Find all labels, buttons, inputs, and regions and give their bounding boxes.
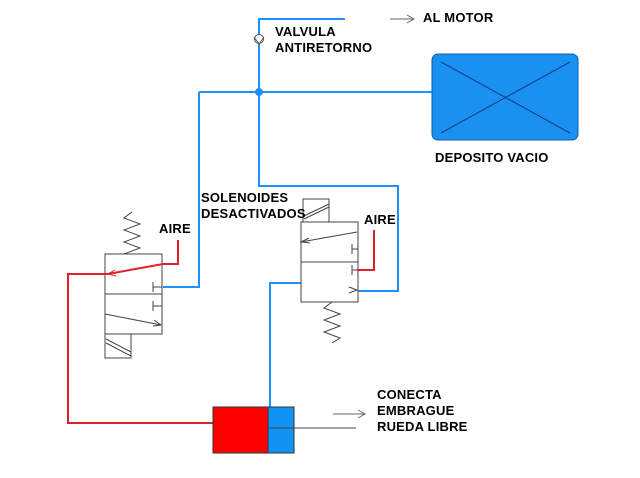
label-conecta: CONECTA (377, 387, 442, 402)
cylinder-air-chamber (212, 406, 269, 454)
air-supply-left (107, 240, 179, 275)
right-solenoid-valve (299, 198, 359, 344)
air-supply-right (357, 230, 375, 271)
label-antiretorno: ANTIRETORNO (275, 40, 373, 55)
air-arrow-icon (106, 269, 117, 277)
check-valve-icon (253, 34, 265, 45)
arrow-to-motor-icon (390, 14, 416, 24)
label-rueda-libre: RUEDA LIBRE (377, 419, 468, 434)
line-right-valve-loop (258, 92, 399, 292)
label-embrague: EMBRAGUE (377, 403, 455, 418)
vacuum-lines (163, 18, 432, 407)
label-deposito-vacio: DEPOSITO VACIO (435, 150, 549, 165)
left-solenoid-valve (104, 211, 163, 359)
label-solenoides: SOLENOIDES (201, 190, 289, 205)
label-aire-right: AIRE (364, 212, 396, 227)
label-aire-left: AIRE (159, 221, 191, 236)
label-valvula: VALVULA (275, 24, 336, 39)
clutch-cylinder (212, 406, 356, 454)
vacuum-tank (431, 53, 579, 141)
air-to-cylinder (67, 273, 213, 424)
label-al-motor: AL MOTOR (423, 10, 494, 25)
line-left-valve (163, 92, 200, 288)
line-to-motor (258, 18, 345, 92)
cylinder-vacuum-chamber (267, 406, 295, 454)
air-lines (67, 230, 375, 424)
junction-dot (255, 88, 263, 96)
right-spring-icon (322, 301, 342, 344)
left-spring-icon (122, 211, 142, 255)
label-desactivados: DESACTIVADOS (201, 206, 306, 221)
arrow-to-clutch-icon (333, 409, 367, 419)
